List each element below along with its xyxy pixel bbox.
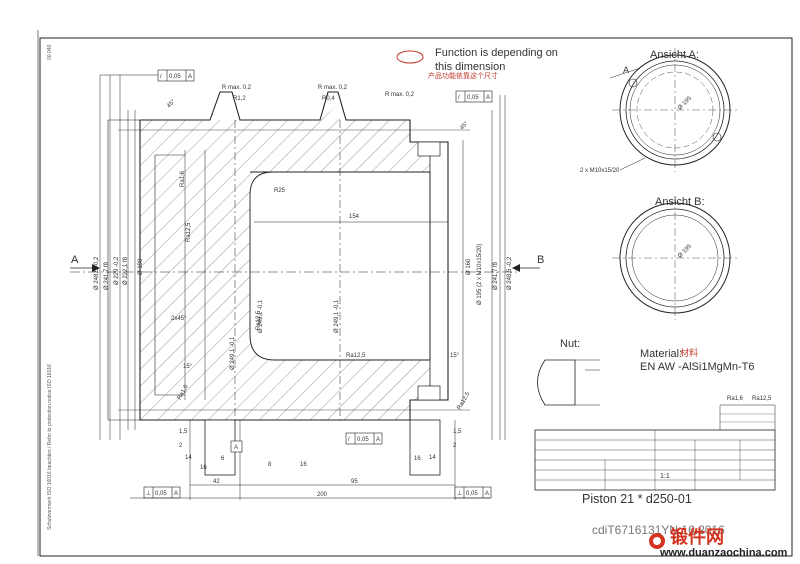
gdt-frame-top-right: / 0,05 A — [455, 90, 493, 103]
roughness-a: Ra1,6 — [180, 170, 186, 187]
svg-text:/: / — [160, 74, 162, 80]
brand-name: 锻件网 — [670, 526, 724, 548]
dim-d7: Ø 195 (2 x M10x15/20) — [477, 244, 483, 305]
page-border — [39, 37, 793, 557]
dim-16: 16 — [200, 465, 207, 471]
dim-d11: Ø 249,1 -0,1 — [258, 299, 264, 333]
radius-r12: R1,2 — [233, 96, 246, 102]
svg-text:⊥: ⊥ — [457, 490, 462, 497]
gdt-ref: A — [486, 95, 490, 101]
dim-d2: Ø 241,7 f8 — [104, 261, 110, 290]
gdt-frame-bottom-left: ⊥ 0,05 A — [143, 486, 181, 499]
view-a-drawing — [609, 48, 738, 172]
gdt-ref: A — [174, 491, 178, 497]
view-a-diameter: Ø 195 — [677, 95, 693, 111]
function-note-line1: Function is depending on — [435, 47, 558, 59]
view-a-thread: 2 x M10x15/20 — [580, 168, 620, 174]
dim-1-5b: 1,5 — [453, 429, 462, 435]
nut-title: Nut: — [560, 338, 580, 350]
title-block — [534, 404, 776, 491]
margin-code: 00 040 — [47, 44, 53, 60]
radius-r04: R0,4 — [322, 96, 335, 102]
angle-45-left: 45° — [166, 98, 177, 109]
tb-roughness-1: Ra1,6 — [727, 396, 744, 402]
radius-max-1: R max. 0,2 — [222, 85, 252, 91]
dim-2b: 2 — [453, 443, 457, 449]
gdt-ref: A — [485, 491, 489, 497]
dim-6: 6 — [221, 456, 225, 462]
roughness-nut: Ra12,5 — [457, 391, 472, 411]
angle-15-right: 15° — [450, 353, 460, 359]
dim-d6: Ø 160 — [466, 258, 472, 275]
dim-154: 154 — [349, 214, 360, 220]
dim-14: 14 — [185, 455, 192, 461]
material-label: Material: — [640, 348, 682, 360]
part-title: Piston 21 * d250-01 — [582, 492, 692, 506]
gdt-frame-bottom-center: / 0,05 A — [345, 432, 383, 445]
svg-text:/: / — [458, 95, 460, 101]
tb-roughness-2: Ra12,5 — [752, 396, 772, 402]
dim-d10: Ø 249,1 -0,1 — [230, 336, 236, 370]
function-note-cn: 产品功能依靠这个尺寸 — [428, 71, 498, 80]
material-cn: 材料 — [680, 347, 698, 358]
angle-15-left: 15° — [183, 364, 193, 370]
svg-text:⊥: ⊥ — [146, 490, 151, 497]
radius-max-3: R max. 0,2 — [385, 92, 415, 98]
gdt-value: 0,05 — [467, 95, 479, 101]
piston-leg-right — [409, 419, 441, 476]
gdt-value: 0,05 — [466, 491, 478, 497]
dim-16c: 16 — [414, 456, 421, 462]
brand-logo — [649, 533, 665, 549]
dim-42: 42 — [213, 479, 220, 485]
dim-d1: Ø 248,5 -0,2 — [94, 256, 100, 290]
dim-d9: Ø 248,5 -0,2 — [507, 256, 513, 290]
gdt-value: 0,05 — [169, 74, 181, 80]
datum-a: A — [234, 445, 238, 451]
radius-r25: R25 — [274, 188, 286, 194]
svg-text:/: / — [348, 437, 350, 443]
dim-d4: Ø 222,1 f8 — [123, 256, 129, 285]
angle-45-right: 45° — [459, 120, 470, 131]
section-arrow-b: B — [537, 254, 544, 266]
dim-8: 8 — [268, 462, 272, 468]
function-note-marker — [396, 50, 424, 64]
material-value: EN AW -AlSi1MgMn-T6 — [640, 361, 755, 373]
dim-95: 95 — [351, 479, 358, 485]
roughness-d: Ra12,5 — [346, 353, 366, 359]
gdt-ref: A — [376, 437, 380, 443]
gdt-frame-top-left: / 0,05 A — [157, 69, 195, 82]
dim-d5: Ø 190 — [138, 258, 144, 275]
scan-watermark: cdiT6716131YN 16.2016 — [592, 523, 725, 537]
radius-max-2: R max. 0,2 — [318, 85, 348, 91]
dim-14b: 14 — [429, 455, 436, 461]
gdt-frame-bottom-right: ⊥ 0,05 A — [454, 486, 492, 499]
gdt-value: 0,05 — [357, 437, 369, 443]
nut-detail — [537, 359, 600, 406]
gdt-ref: A — [188, 74, 192, 80]
dim-16b: 16 — [300, 462, 307, 468]
brand-url: www.duanzaochina.com — [659, 547, 788, 559]
roughness-c: Ra12,5 — [256, 310, 262, 330]
view-b-title: Ansicht B: — [655, 196, 705, 208]
dim-200: 200 — [317, 492, 328, 498]
dim-d8: Ø 241,7 f8 — [493, 261, 499, 290]
title-block-scale: 1:1 — [660, 473, 670, 480]
function-note-line2: this dimension — [435, 61, 505, 73]
view-b-diameter: Ø 195 — [677, 243, 693, 259]
dim-2: 2 — [179, 443, 183, 449]
dim-1-5: 1,5 — [179, 429, 188, 435]
view-a-arrow-label: A — [623, 65, 629, 75]
piston-leg-left — [204, 419, 236, 476]
roughness-b: Ra12,5 — [186, 222, 192, 242]
piston-outline — [139, 91, 449, 421]
chamfer-label: 2x45° — [171, 316, 187, 322]
dim-d3: Ø 229 -0,2 — [114, 256, 120, 285]
gdt-value: 0,05 — [155, 491, 167, 497]
section-arrow-a: A — [71, 254, 79, 266]
margin-note: Schutzvermerk ISO 16016 beachten / Refer… — [47, 364, 53, 530]
dim-d12: Ø 249,1 -0,1 — [334, 299, 340, 333]
view-b-drawing — [612, 196, 738, 320]
